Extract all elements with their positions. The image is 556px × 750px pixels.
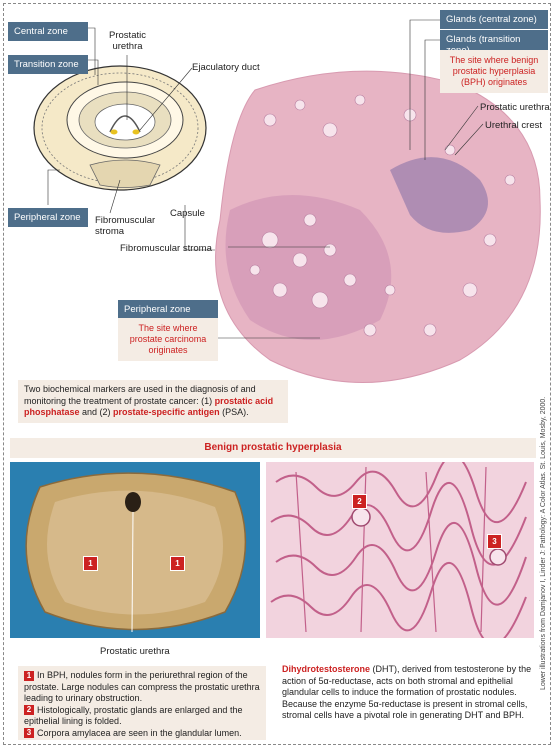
label-transition-zone: Transition zone	[8, 55, 88, 74]
bph-gross-photo	[10, 462, 260, 638]
label-urethral-crest: Urethral crest	[485, 120, 543, 131]
micro-marker-2: 2	[352, 494, 367, 509]
label-central-zone: Central zone	[8, 22, 88, 41]
dht-text: (DHT), derived from testosterone by the …	[282, 664, 532, 720]
marker-psa: prostate-specific antigen	[113, 407, 220, 417]
label-capsule: Capsule	[170, 208, 205, 219]
marker-pap: prostatic acid phosphatase	[24, 395, 274, 418]
enlarged-gland	[351, 507, 371, 527]
page-frame	[3, 3, 551, 745]
bph-micrograph	[266, 462, 534, 638]
corpora-amylacea	[489, 548, 507, 566]
ejaculatory-duct-left	[110, 129, 118, 135]
prostatic-urethra-shape	[109, 115, 141, 133]
dht-term: Dihydrotestosterone	[282, 664, 371, 674]
markers-text-1: Two biochemical markers are used in the …	[24, 384, 256, 406]
label-ejaculatory-duct: Ejaculatory duct	[192, 62, 260, 73]
label-prostatic-urethra-photo: Prostatic urethra	[100, 646, 170, 657]
dht-note: Dihydrotestosterone (DHT), derived from …	[282, 664, 532, 722]
bph-site-note: The site where benign prostatic hyperpla…	[440, 50, 548, 93]
label-fibromuscular-stroma: Fibromuscular stroma	[95, 215, 156, 237]
markers-text-2: and (2)	[79, 407, 114, 417]
label-peripheral-zone: Peripheral zone	[8, 208, 88, 227]
fibromuscular-stroma-shape	[89, 159, 161, 188]
gross-marker-1-right: 1	[170, 556, 185, 571]
label-prostatic-urethra-2: Prostatic urethra	[480, 102, 550, 113]
label-prostatic-urethra: Prostatic urethra	[109, 30, 146, 52]
leader-lines	[47, 19, 484, 339]
peripheral-zone-region	[225, 195, 392, 340]
micro-marker-3: 3	[487, 534, 502, 549]
image-credit: Lower illustrations from Damjanov I, Lin…	[540, 396, 547, 690]
markers-text-3: (PSA).	[219, 407, 249, 417]
label-fibromuscular-stroma-2: Fibromuscular stroma	[120, 243, 212, 254]
carcinoma-site-note: The site where prostate carcinoma origin…	[118, 318, 218, 361]
urethra-lumen	[125, 492, 141, 512]
urethral-crest-region	[390, 157, 488, 233]
bph-section-title: Benign prostatic hyperplasia	[10, 438, 536, 458]
biochemical-markers-note: Two biochemical markers are used in the …	[18, 380, 288, 423]
label-glands-central-zone: Glands (central zone)	[440, 10, 548, 29]
ejaculatory-duct-right	[132, 129, 140, 135]
urethra-pointer	[131, 511, 134, 633]
gland-lumens	[249, 94, 516, 337]
label-peripheral-zone-2: Peripheral zone	[118, 300, 218, 319]
prostate-zone-diagram	[33, 65, 207, 191]
gross-marker-1-left: 1	[83, 556, 98, 571]
